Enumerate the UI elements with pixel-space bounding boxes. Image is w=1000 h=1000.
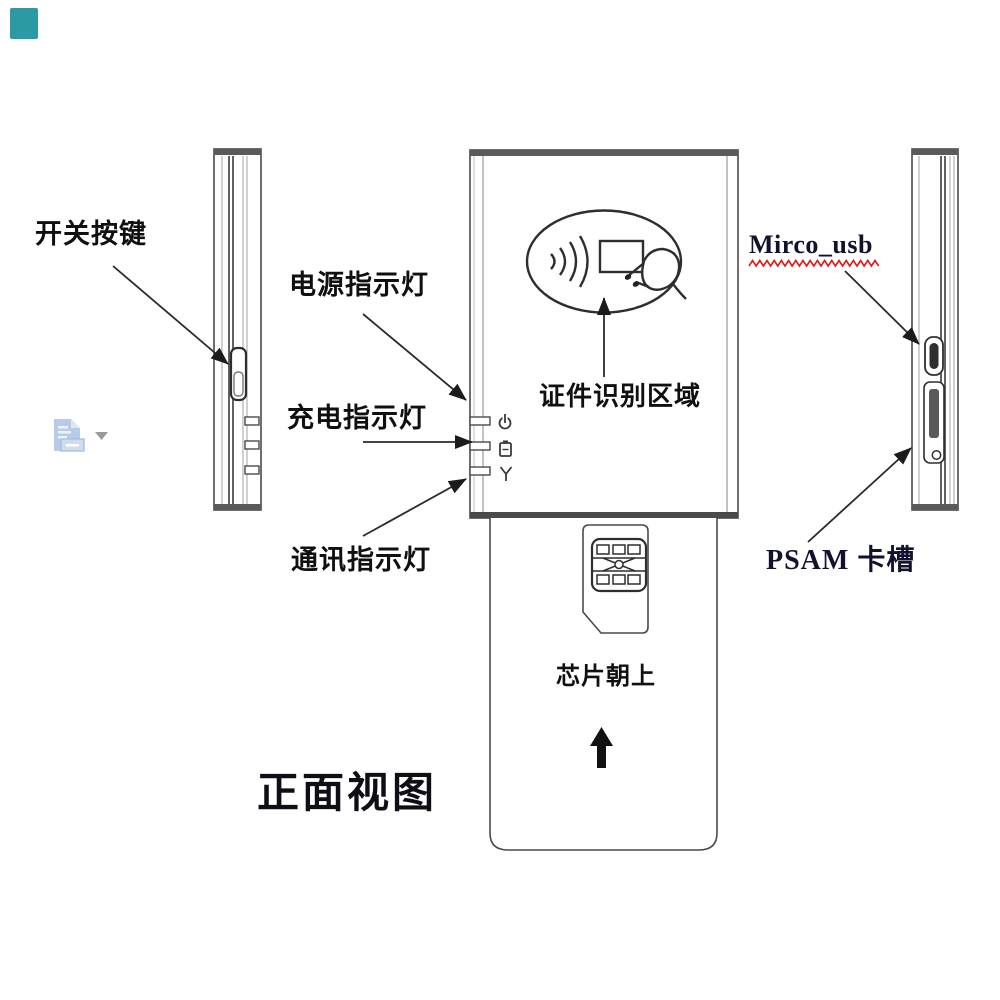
power-led-arrow xyxy=(362,313,467,401)
power-button-shape xyxy=(229,346,248,402)
antenna-icon xyxy=(499,466,513,481)
micro-usb-label: Mirco_usb xyxy=(749,230,873,259)
up-arrow-icon xyxy=(590,727,613,768)
id-scan-area-label: 证件识别区域 xyxy=(539,381,702,411)
charge-led-label: 充电指示灯 xyxy=(287,403,427,433)
power-led-label: 电源指示灯 xyxy=(289,270,429,300)
psam-slot-shape xyxy=(923,381,945,464)
power-switch-label: 开关按键 xyxy=(35,219,147,249)
comm-led-label: 通讯指示灯 xyxy=(291,545,431,575)
micro-usb-arrow xyxy=(844,270,920,345)
micro-usb-port-shape xyxy=(924,336,944,376)
card-tray xyxy=(489,518,718,851)
sim-card-icon xyxy=(582,524,649,634)
contactless-waves-icon xyxy=(550,235,589,288)
id-scan-oval xyxy=(525,209,687,314)
psam-slot-label: PSAM 卡槽 xyxy=(766,545,916,576)
battery-icon xyxy=(499,440,512,457)
front-view-caption: 正面视图 xyxy=(257,771,438,817)
callout-arrows xyxy=(112,265,920,543)
spellcheck-squiggle xyxy=(748,259,880,268)
power-icon xyxy=(498,414,512,430)
teal-corner-marker xyxy=(10,8,38,39)
comm-led-arrow xyxy=(362,478,467,537)
paste-options-icon[interactable] xyxy=(54,419,85,452)
left-side-view xyxy=(213,148,262,511)
psam-arrow xyxy=(807,447,912,543)
chip-up-label: 芯片朝上 xyxy=(556,663,656,690)
pointing-hand-icon xyxy=(624,247,687,300)
chevron-down-icon[interactable] xyxy=(95,432,108,440)
id-card-icon xyxy=(598,239,645,274)
right-side-view xyxy=(911,148,959,511)
power-switch-arrow xyxy=(112,265,229,365)
